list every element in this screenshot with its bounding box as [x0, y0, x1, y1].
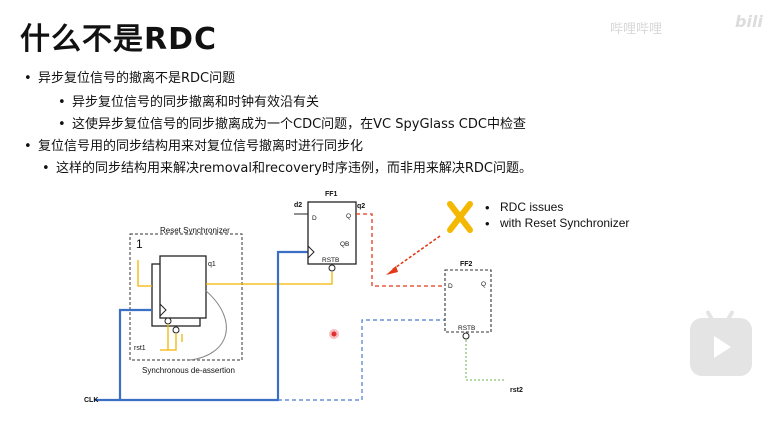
q2-to-ff2-wire: [356, 213, 445, 287]
note-line-2: with Reset Synchronizer: [499, 216, 629, 230]
svg-text:•: •: [485, 216, 490, 231]
deassert-curve: [189, 289, 227, 361]
ff1-q-label: Q: [346, 213, 351, 220]
sync-flop-rst-bubble: [164, 317, 172, 325]
ff2-rst-bubble: [462, 332, 470, 340]
play-icon: [714, 336, 731, 358]
const-one-wire: [137, 260, 152, 287]
watermark-text: 哔哩哔哩: [610, 22, 663, 37]
ff2-q-label: Q: [481, 281, 486, 288]
d2-label: d2: [294, 202, 302, 209]
ff2-box: [444, 269, 492, 333]
clk-label: CLK: [84, 397, 98, 404]
rst1-label: rst1: [134, 345, 146, 352]
svg-text:•: •: [485, 200, 490, 215]
ff2-d-label: D: [448, 283, 453, 290]
ff1-rstb-label: RSTB: [322, 257, 339, 264]
q1-to-ff1-wire: [206, 272, 333, 285]
rst2-wire: [465, 340, 506, 381]
ff1-qb-label: QB: [340, 241, 349, 248]
ff2-label: FF2: [460, 261, 473, 268]
cursor-dot-core: [331, 331, 337, 337]
sync-deassert-label: Synchronous de-assertion: [142, 366, 235, 375]
cross-icon: [447, 201, 473, 233]
video-player-icon[interactable]: [690, 309, 752, 376]
pointer-arrowhead: [386, 266, 398, 275]
ff1-rst-bubble: [328, 264, 336, 272]
ff1-label: FF1: [325, 191, 338, 198]
ff2-rstb-label: RSTB: [458, 325, 475, 332]
q2-label: q2: [357, 203, 365, 210]
bullet-item: •异步复位信号的同步撤离和时钟有效沿有关: [58, 95, 320, 110]
const-one-label: 1: [136, 237, 143, 251]
sync-flop-2: [159, 255, 207, 319]
bullet-item: •这使异步复位信号的同步撤离成为一个CDC问题，在VC SpyGlass CDC…: [58, 117, 526, 132]
reset-sync-label: Reset Synchronizer: [160, 226, 230, 235]
pointer-arrow: [391, 235, 441, 271]
q1-label: q1: [208, 261, 216, 268]
ff2-clk-wire: [278, 319, 445, 401]
note-line-1: RDC issues: [500, 200, 563, 214]
clk-wire: [118, 308, 152, 400]
ff1-box: [307, 201, 357, 265]
bilibili-logo: bili: [735, 12, 763, 31]
rst2-label: rst2: [510, 387, 523, 394]
bullet-item: •这样的同步结构用来解决removal和recovery时序违例，而非用来解决R…: [42, 161, 532, 176]
reset-sync-box: [129, 233, 243, 361]
clk-wire: [94, 250, 308, 402]
bullet-item: •异步复位信号的撤离不是RDC问题: [24, 71, 236, 86]
bullet-item: •复位信号用的同步结构用来对复位信号撤离时进行同步化: [24, 139, 364, 154]
rst1-wire: [160, 333, 177, 351]
ff1-d-label: D: [312, 215, 317, 222]
sync-flop-rst-bubble: [172, 326, 180, 334]
slide-title: 什么不是RDC: [20, 22, 218, 57]
